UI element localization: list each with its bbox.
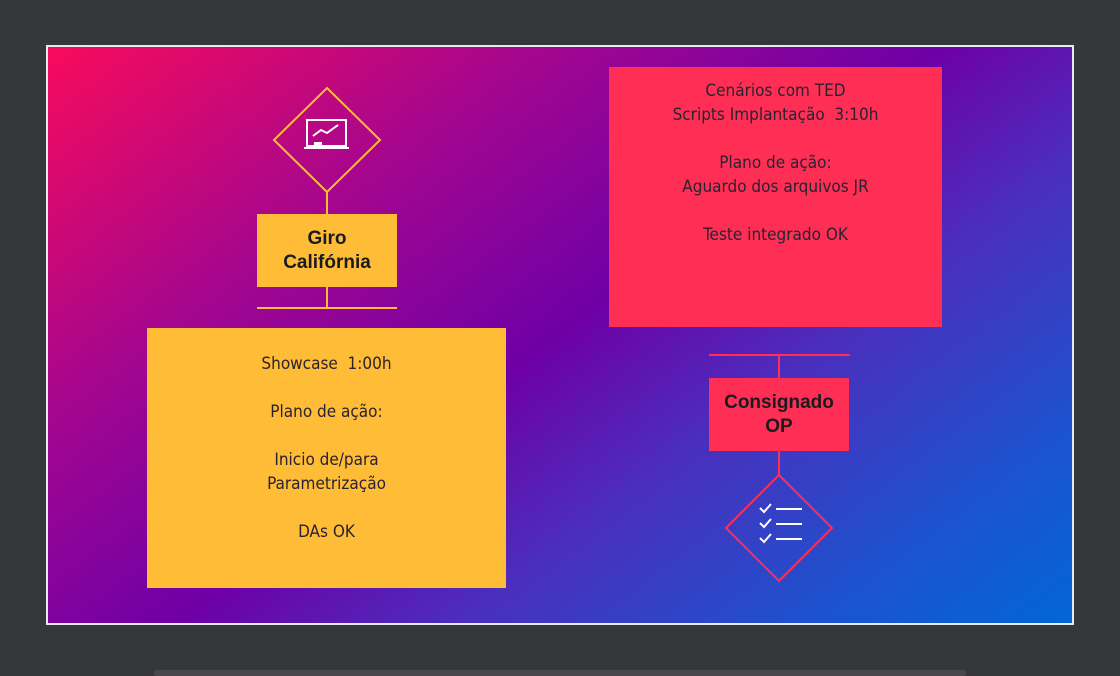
note-line: Cenários com TED — [705, 81, 846, 101]
presentation-chart-icon — [272, 86, 382, 194]
note-line: Aguardo dos arquivos JR — [682, 177, 869, 197]
note-line: Parametrização — [267, 474, 386, 494]
title-line: Giro — [307, 227, 347, 249]
filmstrip-bar[interactable] — [154, 670, 966, 676]
connector-line — [778, 355, 780, 378]
title-line: OP — [765, 415, 793, 437]
checklist-icon — [724, 473, 834, 583]
left-notes-box: Showcase 1:00h Plano de ação: Inicio de/… — [147, 328, 506, 588]
note-line: Inicio de/para — [274, 450, 379, 470]
connector-line — [326, 192, 328, 214]
note-line: DAs OK — [298, 522, 355, 542]
connector-line — [257, 307, 397, 309]
note-line: Showcase 1:00h — [261, 354, 392, 374]
note-line: Plano de ação: — [270, 402, 383, 422]
note-line: Scripts Implantação 3:10h — [672, 105, 879, 125]
right-title-label: Consignado OP — [709, 378, 849, 451]
title-line: Consignado — [724, 391, 834, 413]
right-notes-box: Cenários com TED Scripts Implantação 3:1… — [609, 67, 942, 327]
title-line: Califórnia — [283, 251, 371, 273]
note-line: Teste integrado OK — [703, 225, 848, 245]
slide-canvas: Giro Califórnia Showcase 1:00h Plano de … — [46, 45, 1074, 625]
connector-line — [778, 451, 780, 475]
note-line: Plano de ação: — [719, 153, 832, 173]
connector-line — [326, 287, 328, 308]
left-title-label: Giro Califórnia — [257, 214, 397, 287]
